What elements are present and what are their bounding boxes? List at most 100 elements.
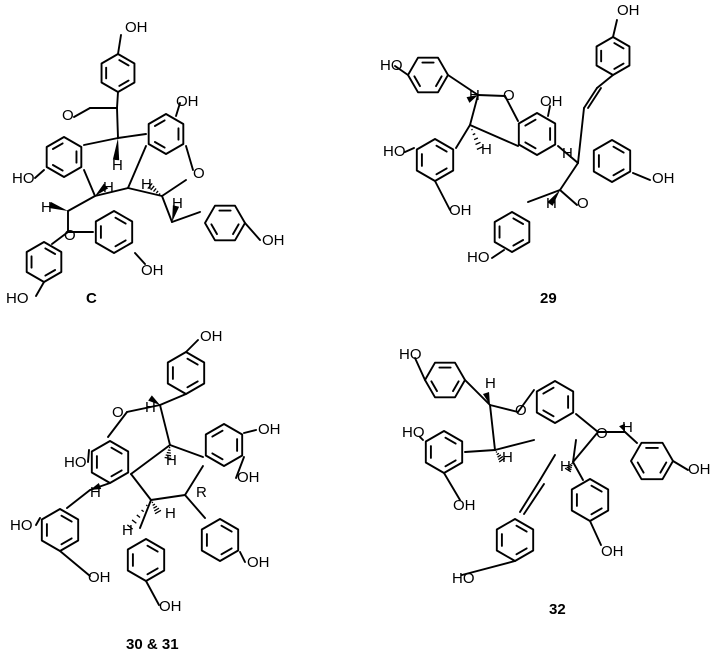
bond	[184, 465, 204, 496]
compound-label: 32	[549, 601, 566, 618]
atom-oh: OH	[449, 202, 472, 219]
double-bond	[110, 446, 123, 455]
wedge-bond	[90, 483, 102, 490]
wedge-bond	[95, 183, 109, 196]
bond	[244, 222, 261, 241]
atom-oh: OH	[247, 554, 270, 571]
aromatic-ring	[45, 136, 83, 178]
atom-oh: OH	[453, 497, 476, 514]
double-bond	[636, 461, 645, 474]
atom-r: R	[196, 484, 207, 501]
aromatic-ring	[517, 112, 557, 156]
double-bond	[430, 380, 438, 393]
bond	[394, 65, 409, 76]
hashed-bond	[131, 519, 137, 524]
wedge-bond	[148, 395, 160, 405]
aromatic-ring	[94, 210, 134, 254]
atom-h: H	[469, 87, 480, 104]
double-bond	[51, 142, 64, 150]
double-bond	[211, 452, 224, 461]
bond	[559, 189, 578, 206]
wedge-bond	[547, 190, 560, 206]
hashed-bond	[152, 503, 156, 507]
atom-oh: OH	[88, 569, 111, 586]
bond	[572, 431, 599, 463]
atom-ring-o: O	[515, 402, 527, 419]
atom-h: H	[562, 145, 573, 162]
bond	[116, 107, 119, 139]
bond	[447, 74, 479, 96]
bond	[35, 517, 41, 526]
bond	[461, 560, 516, 576]
atom-h: H	[112, 157, 123, 174]
double-bond	[542, 386, 555, 395]
double-bond	[612, 145, 625, 154]
hashed-bond	[496, 452, 500, 456]
double-bond	[524, 141, 537, 150]
atom-ring-o: O	[112, 404, 124, 421]
atom-h: H	[41, 199, 52, 216]
bond	[587, 87, 602, 109]
double-bond	[659, 461, 668, 474]
aromatic-ring	[630, 441, 674, 481]
atom-h: H	[145, 399, 156, 416]
atom-ho: HO	[399, 346, 422, 363]
atom-ring-o: O	[596, 425, 608, 442]
bond	[116, 91, 119, 109]
double-bond	[153, 141, 166, 149]
hashed-bond	[166, 451, 171, 454]
atom-h: H	[172, 195, 183, 212]
bond	[94, 187, 129, 197]
double-bond	[110, 469, 123, 478]
bond	[169, 444, 204, 458]
bond	[494, 439, 535, 451]
hashed-bond	[472, 133, 476, 136]
atom-oh: OH	[237, 469, 260, 486]
bond	[185, 145, 194, 171]
bond	[235, 456, 245, 479]
atom-oh: OH	[652, 170, 675, 187]
bond	[185, 339, 199, 353]
atom-oh: OH	[617, 2, 640, 19]
double-bond	[444, 436, 457, 445]
bond	[243, 429, 257, 434]
bond	[464, 449, 496, 453]
hashed-bond	[152, 188, 157, 192]
double-bond	[186, 357, 199, 366]
double-bond	[435, 144, 448, 153]
aromatic-ring	[204, 204, 246, 242]
atom-oh: OH	[688, 461, 711, 478]
hashed-bond	[153, 507, 160, 512]
hashed-bond	[476, 146, 484, 150]
hashed-bond	[154, 509, 162, 515]
double-bond	[444, 459, 457, 468]
bond	[469, 94, 479, 126]
hashed-bond	[564, 467, 572, 473]
bond	[175, 102, 181, 117]
bond	[517, 389, 535, 413]
bond	[464, 379, 491, 406]
hashed-bond	[151, 501, 154, 504]
compound-label: 29	[540, 290, 557, 307]
bond	[145, 580, 160, 606]
bond	[126, 404, 161, 413]
double-bond	[220, 547, 233, 556]
double-bond	[512, 217, 525, 225]
bond	[67, 195, 96, 212]
bond	[127, 187, 163, 197]
bond	[527, 189, 561, 203]
double-bond	[114, 216, 127, 225]
double-bond	[44, 247, 57, 255]
atom-h: H	[622, 419, 633, 436]
bond	[414, 357, 426, 381]
hashed-bond	[155, 190, 159, 194]
bond	[51, 231, 69, 245]
double-bond	[515, 524, 528, 533]
compound-c: OH OH O H HO O H H H H O OH OH HO C	[6, 19, 285, 307]
double-bond	[220, 524, 233, 533]
hashed-bond	[569, 463, 573, 467]
atom-ho: HO	[452, 570, 475, 587]
hashed-bond	[473, 137, 479, 141]
double-bond	[612, 168, 625, 177]
bond	[596, 74, 614, 89]
